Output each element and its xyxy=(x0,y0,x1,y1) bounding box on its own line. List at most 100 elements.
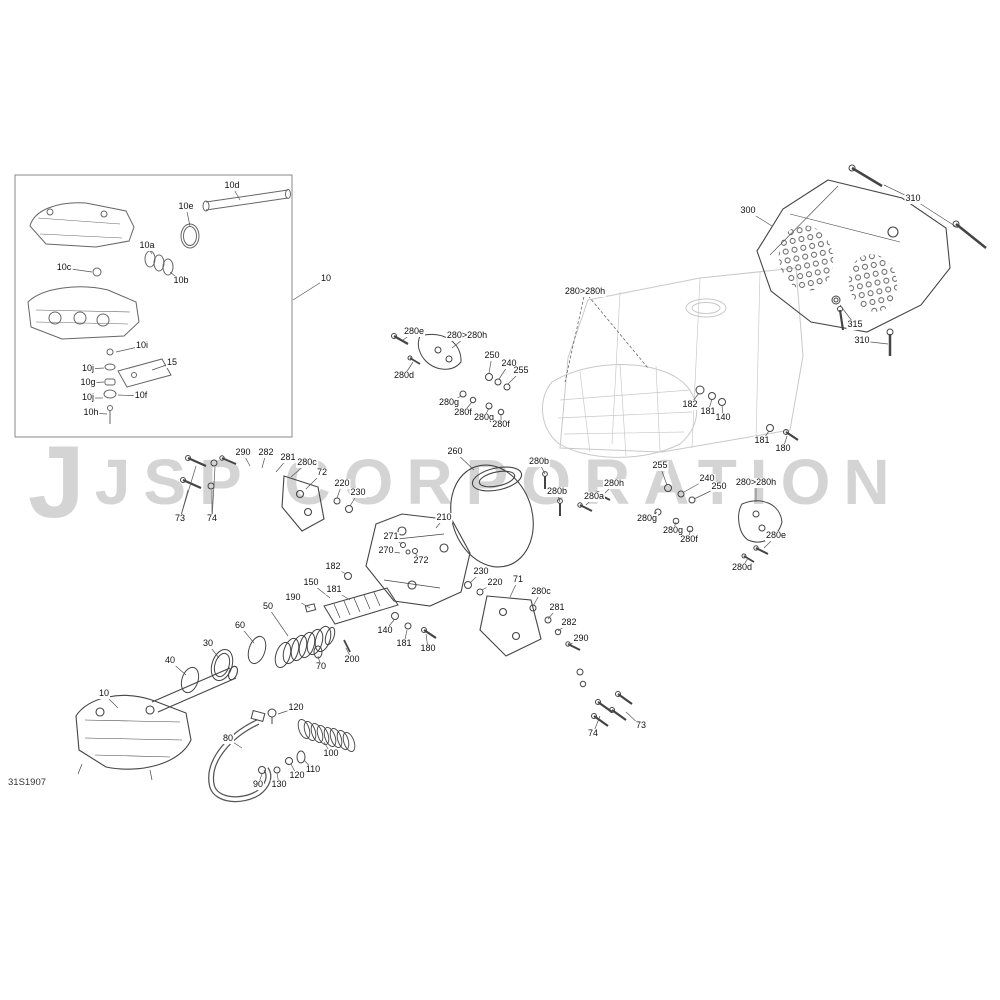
callout-10e: 10e xyxy=(177,201,195,212)
callout-290: 290 xyxy=(234,447,252,458)
callout-10i: 10i xyxy=(134,340,150,351)
callout-60: 60 xyxy=(233,620,247,631)
callout-30: 30 xyxy=(201,638,215,649)
callout-220: 220 xyxy=(333,478,351,489)
callout-10j: 10j xyxy=(80,363,96,374)
callout-255: 255 xyxy=(512,365,530,376)
callout-290: 290 xyxy=(572,633,590,644)
callout-10: 10 xyxy=(319,273,333,284)
callout-271: 271 xyxy=(382,531,400,542)
callout-10f: 10f xyxy=(133,390,149,401)
callout-74: 74 xyxy=(205,513,219,524)
callout-230: 230 xyxy=(472,566,490,577)
callout-80: 80 xyxy=(221,733,235,744)
callout-310: 310 xyxy=(853,335,871,346)
callout-182: 182 xyxy=(324,561,342,572)
callout-280f: 280f xyxy=(679,534,699,545)
callout-50: 50 xyxy=(261,601,275,612)
part-150-support xyxy=(323,587,399,625)
part-80-hose xyxy=(208,709,272,803)
callout-74: 74 xyxy=(586,728,600,739)
callout-281: 281 xyxy=(548,602,566,613)
callout-280f: 280f xyxy=(453,407,473,418)
callout-210: 210 xyxy=(435,512,453,523)
callout-280e: 280e xyxy=(402,326,426,337)
callout-10a: 10a xyxy=(138,240,156,251)
callout-280e: 280e xyxy=(764,530,788,541)
callout-181: 181 xyxy=(395,638,413,649)
callout-71: 71 xyxy=(511,574,525,585)
callout-120: 120 xyxy=(287,702,305,713)
callout-90: 90 xyxy=(251,779,265,790)
callout-10h: 10h xyxy=(82,407,100,418)
drawing-number: 31S1907 xyxy=(8,777,47,788)
callout-10g: 10g xyxy=(79,377,97,388)
callout-180: 180 xyxy=(774,443,792,454)
part-50-bellows xyxy=(274,625,336,669)
fasteners-right-cluster xyxy=(695,385,799,441)
callout-280h: 280h xyxy=(602,478,626,489)
small-fittings xyxy=(258,708,306,774)
callout-250: 250 xyxy=(483,350,501,361)
callout-250: 250 xyxy=(710,481,728,492)
callout-220: 220 xyxy=(486,577,504,588)
callout-280c: 280c xyxy=(530,586,552,597)
callout-280>280h: 280>280h xyxy=(734,477,778,488)
callout-110: 110 xyxy=(304,764,322,775)
callout-272: 272 xyxy=(412,555,430,566)
callout-281: 281 xyxy=(279,452,297,463)
callout-310: 310 xyxy=(904,193,922,204)
callout-140: 140 xyxy=(714,412,732,423)
callout-10b: 10b xyxy=(172,275,190,286)
callout-270: 270 xyxy=(377,545,395,556)
callout-181: 181 xyxy=(325,584,343,595)
callout-10c: 10c xyxy=(55,262,73,273)
callout-70: 70 xyxy=(314,661,328,672)
callout-315: 315 xyxy=(846,319,864,330)
callout-72: 72 xyxy=(315,467,329,478)
part-260-muffler xyxy=(450,464,534,568)
callout-280b: 280b xyxy=(527,456,551,467)
part-100-spring xyxy=(297,718,356,753)
callout-255: 255 xyxy=(651,460,669,471)
callout-280g: 280g xyxy=(635,513,659,524)
callout-180: 180 xyxy=(419,643,437,654)
callout-280c: 280c xyxy=(296,457,318,468)
callout-260: 260 xyxy=(446,446,464,457)
callout-15: 15 xyxy=(165,357,179,368)
callout-280a: 280a xyxy=(582,491,606,502)
callout-120: 120 xyxy=(288,770,306,781)
callout-190: 190 xyxy=(284,592,302,603)
callout-10d: 10d xyxy=(223,180,241,191)
part-72-bracket xyxy=(281,475,325,532)
callout-10: 10 xyxy=(97,688,111,699)
callout-182: 182 xyxy=(681,399,699,410)
callout-200: 200 xyxy=(343,654,361,665)
part-300-engine-cover xyxy=(756,179,951,333)
callout-280b: 280b xyxy=(545,486,569,497)
callout-40: 40 xyxy=(163,655,177,666)
callout-280>280h: 280>280h xyxy=(563,286,607,297)
callout-73: 73 xyxy=(173,513,187,524)
callout-130: 130 xyxy=(270,779,288,790)
part-71-bracket xyxy=(479,595,542,657)
clamps-30-40-60 xyxy=(180,635,267,694)
callout-150: 150 xyxy=(302,577,320,588)
callout-230: 230 xyxy=(349,487,367,498)
callout-300: 300 xyxy=(739,205,757,216)
fasteners-bottom-right xyxy=(576,668,633,727)
fasteners-left xyxy=(180,455,237,490)
callout-282: 282 xyxy=(560,617,578,628)
callout-73: 73 xyxy=(634,720,648,731)
callout-10j: 10j xyxy=(80,392,96,403)
callout-140: 140 xyxy=(376,625,394,636)
callout-100: 100 xyxy=(322,748,340,759)
callout-280d: 280d xyxy=(730,562,754,573)
part-10-pump xyxy=(75,665,239,781)
callout-280f: 280f xyxy=(491,419,511,430)
inset-box xyxy=(14,174,293,438)
callout-280d: 280d xyxy=(392,370,416,381)
part-10-inset-assembly xyxy=(27,189,291,424)
